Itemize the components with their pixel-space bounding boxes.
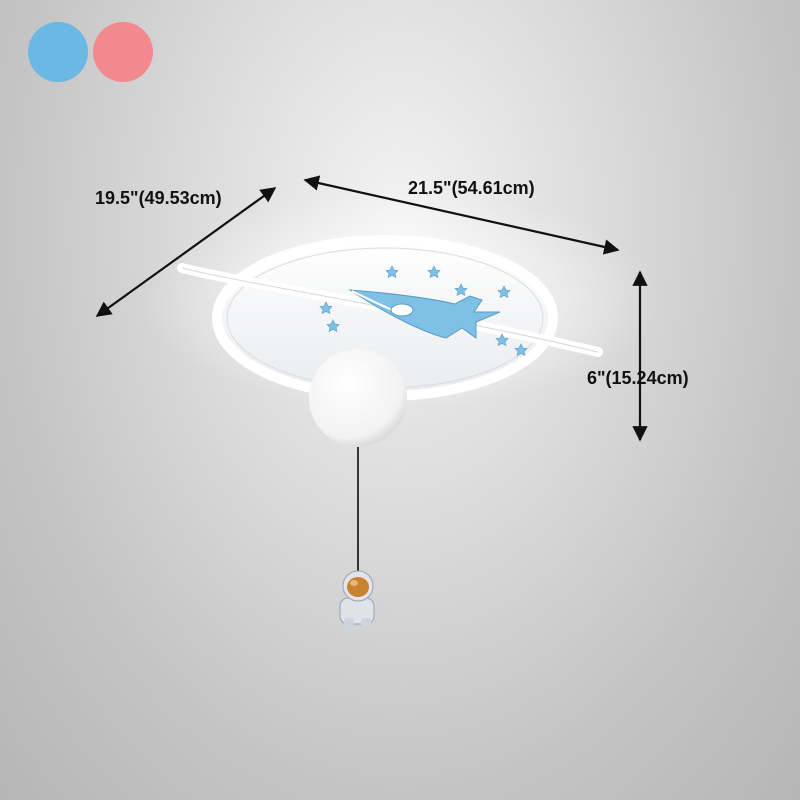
star-icon	[385, 265, 399, 279]
star-icon	[427, 265, 441, 279]
width-arrow	[303, 175, 620, 255]
astronaut-icon	[326, 570, 388, 632]
star-icon	[326, 319, 340, 333]
depth-arrow	[95, 187, 277, 317]
color-swatch-pink[interactable]	[93, 22, 153, 82]
color-swatch-blue[interactable]	[28, 22, 88, 82]
star-icons	[319, 265, 528, 357]
star-icon	[319, 301, 333, 315]
globe-lamp	[309, 349, 407, 447]
depth-label: 19.5"(49.53cm)	[95, 188, 222, 208]
rocket-icon	[348, 289, 501, 339]
star-icon	[454, 283, 468, 297]
star-icon	[514, 343, 528, 357]
star-icon	[495, 333, 509, 347]
width-label: 21.5"(54.61cm)	[408, 178, 535, 198]
star-icon	[497, 285, 511, 299]
height-label: 6"(15.24cm)	[587, 368, 689, 388]
